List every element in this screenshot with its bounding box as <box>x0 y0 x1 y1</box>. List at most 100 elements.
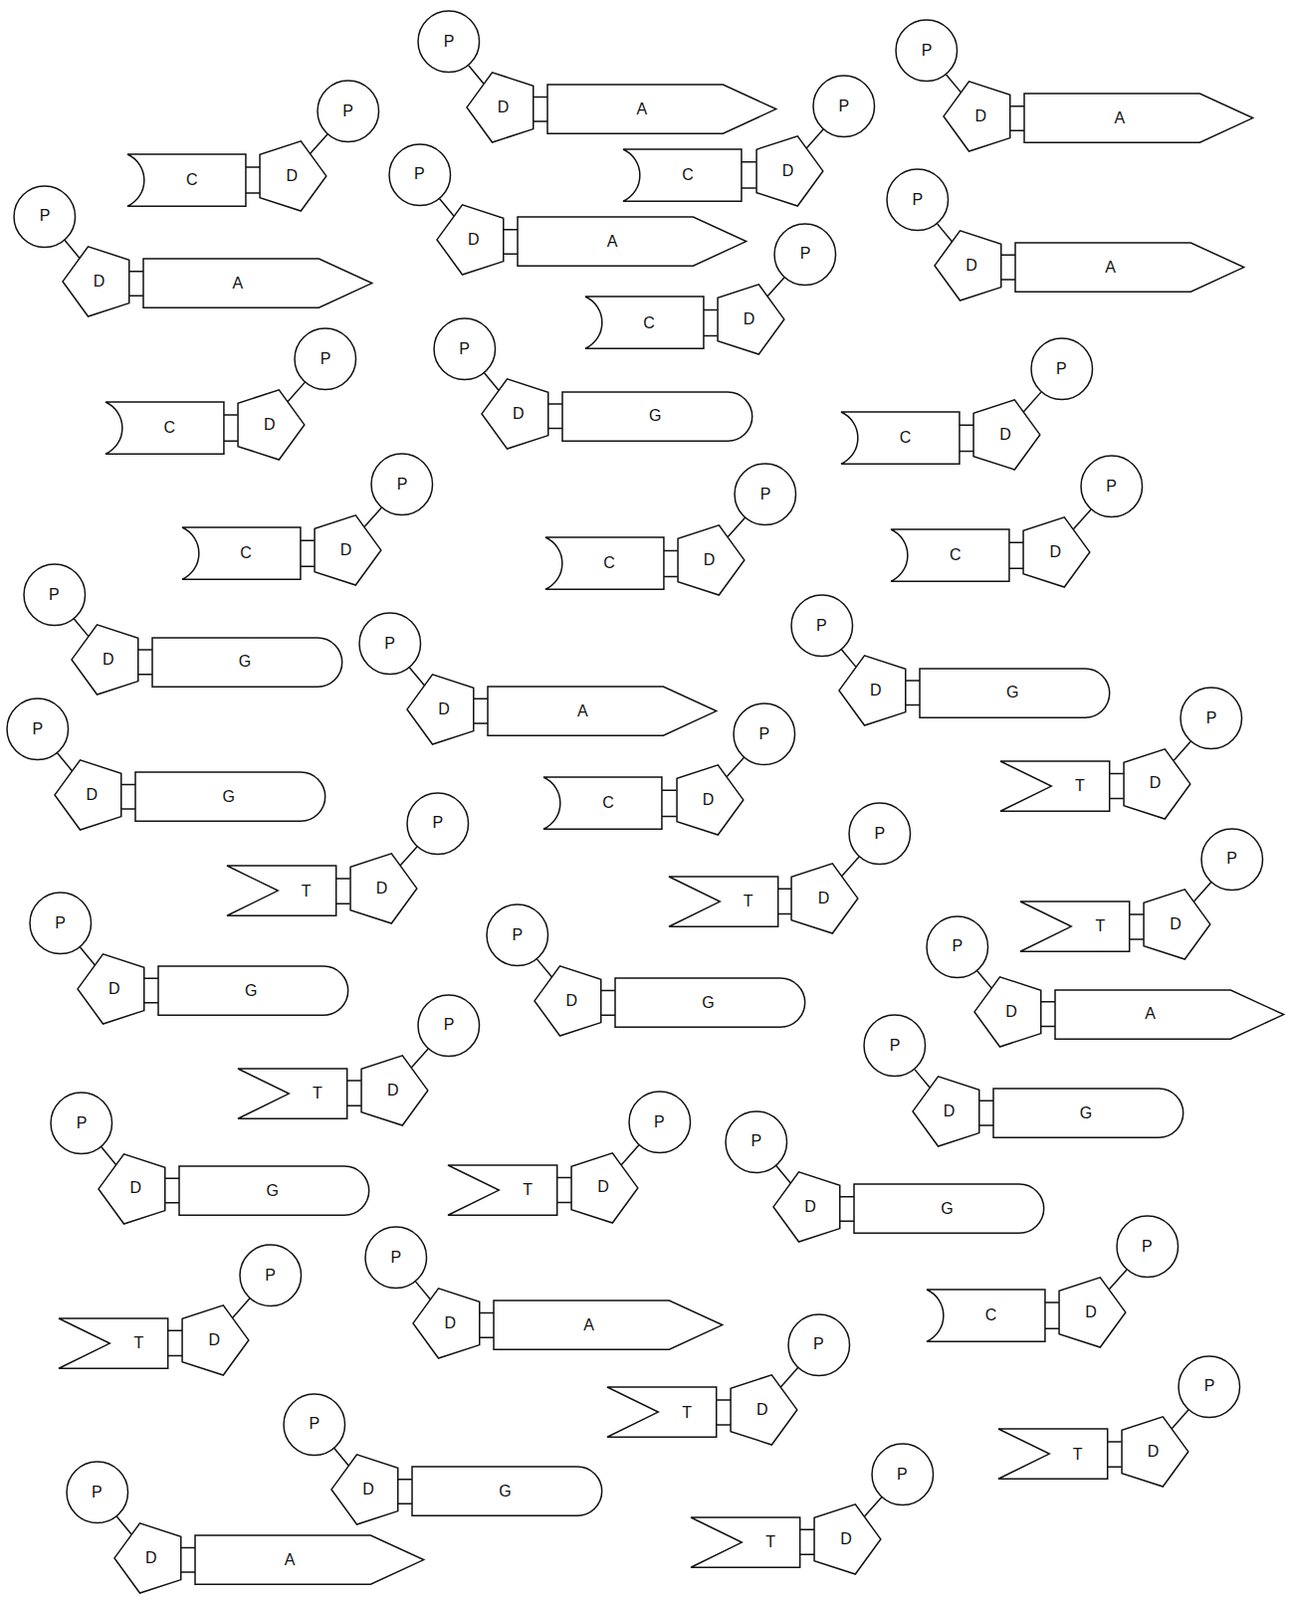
base-shape-outline <box>1000 761 1110 812</box>
base-outline <box>152 638 343 687</box>
sugar-letter: D <box>497 99 510 116</box>
sugar-ring <box>77 953 145 1024</box>
base-outline <box>998 1429 1108 1480</box>
bond-line <box>1173 741 1192 762</box>
sugar-letter: D <box>869 682 882 699</box>
bond-line <box>411 1048 430 1069</box>
base-outline <box>179 1166 370 1216</box>
base-shape: G <box>135 772 326 822</box>
base-letter: T <box>1094 918 1105 935</box>
base-letter: C <box>239 545 252 562</box>
phosphate-circle: P <box>417 994 481 1059</box>
base-shape: G <box>854 1184 1045 1234</box>
sugar-pentagon: D <box>407 672 481 747</box>
bond-line <box>222 415 238 441</box>
sugar-letter: D <box>804 1199 817 1216</box>
phosphate-letter: P <box>1056 361 1068 378</box>
bond-line <box>978 1100 994 1126</box>
base-outline <box>890 529 1010 582</box>
base-outline <box>105 402 224 454</box>
sugar-pentagon: D <box>773 1170 848 1245</box>
sugar-letter: D <box>965 257 978 274</box>
base-letter: G <box>238 653 251 670</box>
base-shape: G <box>179 1166 370 1216</box>
bond-line <box>976 970 992 989</box>
sugar-letter: D <box>362 1482 375 1499</box>
base-shape: T <box>226 865 337 916</box>
bond-line <box>64 239 80 258</box>
sugar-letter: D <box>130 1180 143 1197</box>
sugar-ring <box>331 1455 399 1525</box>
sugar-letter: D <box>1169 916 1182 933</box>
phosphate-circle: P <box>787 1313 852 1378</box>
sugar-pentagon: D <box>1016 515 1090 590</box>
phosphate-ring <box>13 186 76 248</box>
phosphate-ring <box>734 464 797 527</box>
base-letter: A <box>284 1552 296 1569</box>
base-outline <box>226 865 337 916</box>
bond-line <box>1009 542 1025 569</box>
sugar-pentagon: D <box>564 1151 639 1226</box>
base-shape: G <box>919 668 1110 718</box>
base-shape: T <box>668 876 779 927</box>
bond-line <box>1010 106 1026 132</box>
sugar-letter: D <box>818 890 831 907</box>
bond-line <box>914 1070 930 1088</box>
sugar-letter: D <box>93 273 106 290</box>
phosphate-circle: P <box>238 1244 303 1308</box>
base-shape: C <box>585 296 704 349</box>
base-outline <box>517 216 747 266</box>
phosphate-letter: P <box>76 1115 88 1132</box>
phosphate-ring <box>788 1314 851 1377</box>
sugar-ring <box>534 966 602 1037</box>
bond-line <box>409 667 425 686</box>
phosphate-ring <box>239 1245 302 1307</box>
base-shape: A <box>1015 242 1245 292</box>
sugar-pentagon: D <box>1136 887 1211 962</box>
bond-line <box>536 959 552 978</box>
base-shape-outline <box>547 84 777 134</box>
base-shape-outline <box>447 1165 558 1216</box>
base-shape: C <box>105 402 224 454</box>
phosphate-letter: P <box>873 826 885 843</box>
sugar-pentagon: D <box>331 1453 406 1527</box>
sugar-letter: D <box>263 417 276 433</box>
bond-line <box>1001 254 1017 280</box>
base-letter: T <box>522 1182 533 1199</box>
sugar-pentagon: D <box>966 398 1041 472</box>
sugar-ring <box>237 389 305 459</box>
sugar-pentagon: D <box>1052 1276 1126 1350</box>
base-shape: A <box>1024 93 1254 143</box>
base-shape: C <box>890 529 1010 582</box>
phosphate-letter: P <box>511 927 523 944</box>
base-shape: T <box>1000 761 1110 812</box>
base-shape: T <box>607 1387 717 1438</box>
base-shape-outline <box>607 1387 717 1438</box>
bond-line <box>232 1298 251 1319</box>
sugar-pentagon: D <box>784 861 859 936</box>
phosphate-ring <box>774 223 837 286</box>
sugar-ring <box>1123 748 1191 819</box>
sugar-ring <box>436 205 504 275</box>
base-outline <box>543 777 662 830</box>
base-letter: T <box>1073 1447 1083 1464</box>
sugar-ring <box>114 1523 182 1594</box>
base-letter: T <box>301 883 312 900</box>
base-letter: G <box>1006 684 1019 701</box>
bond-line <box>726 757 745 778</box>
phosphate-circle: P <box>485 903 550 968</box>
phosphate-circle: P <box>885 168 950 232</box>
base-shape: C <box>841 412 960 464</box>
base-outline <box>135 772 326 822</box>
base-outline <box>919 668 1110 718</box>
sugar-letter: D <box>443 1315 456 1332</box>
bond-line <box>741 162 757 189</box>
phosphate-ring <box>418 995 480 1058</box>
sugar-pentagon: D <box>413 1287 487 1361</box>
bond-line <box>415 1282 430 1300</box>
base-shape-outline <box>690 1517 801 1568</box>
sugar-letter: D <box>756 1402 769 1419</box>
phosphate-ring <box>886 169 949 231</box>
bond-line <box>121 784 137 810</box>
sugar-ring <box>1023 517 1090 588</box>
